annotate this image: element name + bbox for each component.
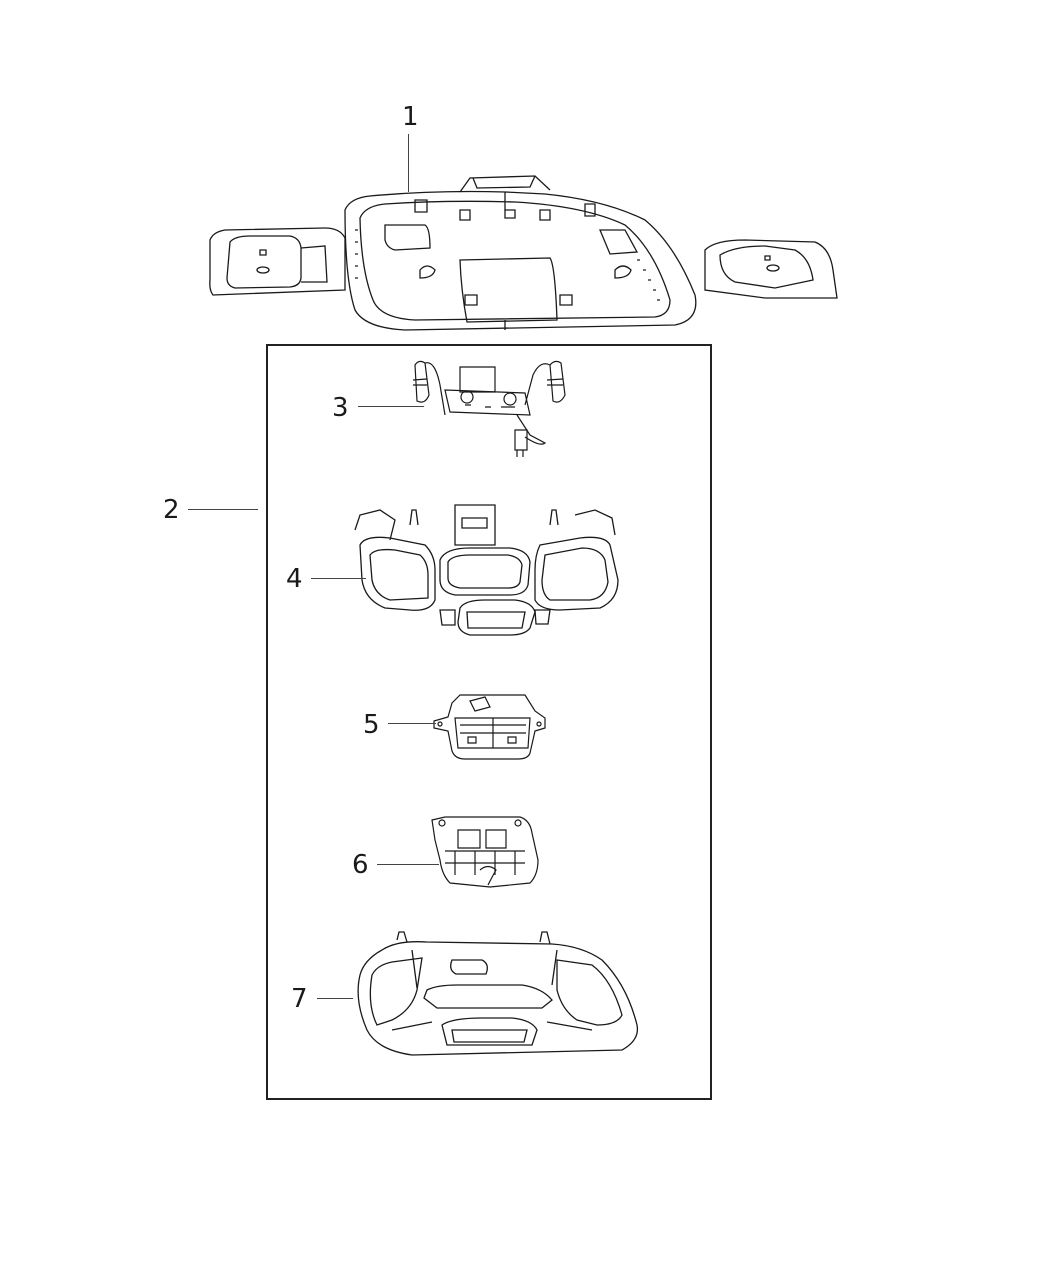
part-3-wiring-harness [405, 355, 580, 465]
callout-1: 1 [402, 102, 419, 132]
leader-line-7 [317, 998, 353, 999]
leader-line-5 [388, 723, 436, 724]
callout-2: 2 [163, 495, 180, 525]
part-5-switch-module-upper [430, 693, 550, 761]
part-1-overhead-bezel [205, 170, 845, 335]
assembly-group-frame [266, 344, 712, 1100]
leader-line-6 [377, 864, 439, 865]
callout-6: 6 [352, 850, 369, 880]
leader-line-4 [311, 578, 366, 579]
part-7-lens-bezel [352, 930, 642, 1060]
leader-line-1 [408, 134, 409, 192]
part-6-switch-module-lower [430, 815, 540, 890]
callout-3: 3 [332, 393, 349, 423]
callout-4: 4 [286, 564, 303, 594]
part-4-overhead-console [350, 500, 625, 640]
callout-5: 5 [363, 710, 380, 740]
callout-7: 7 [291, 984, 308, 1014]
leader-line-3 [358, 406, 424, 407]
leader-line-2 [188, 509, 258, 510]
